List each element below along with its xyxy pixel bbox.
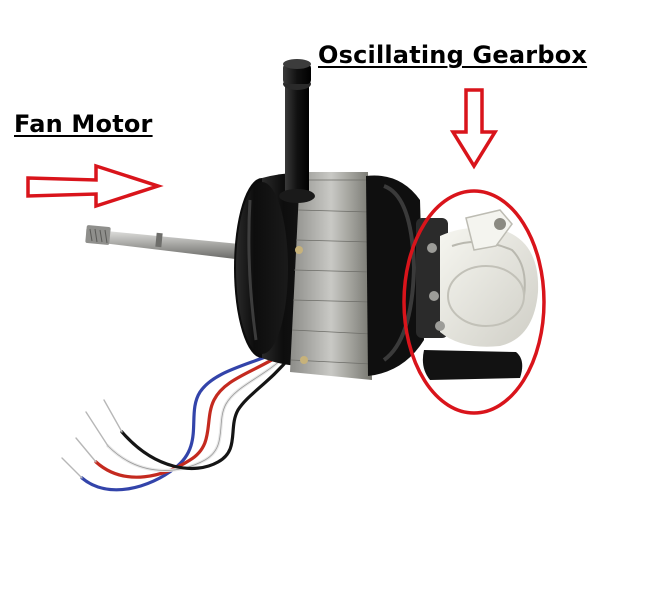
arrow-right-icon: [26, 163, 164, 209]
stator-core: [290, 172, 373, 380]
gearbox-unit: [416, 209, 539, 380]
gearbox-highlight-circle: [402, 189, 546, 415]
gearbox-label: Oscillating Gearbox: [318, 41, 588, 69]
lead-wires: [61, 348, 293, 492]
motor-front-cover: [366, 175, 424, 376]
arrow-down-icon: [449, 88, 499, 170]
fan-motor-label: Fan Motor: [14, 110, 153, 138]
oscillation-post: [279, 59, 315, 203]
motor-shaft: [85, 225, 260, 262]
